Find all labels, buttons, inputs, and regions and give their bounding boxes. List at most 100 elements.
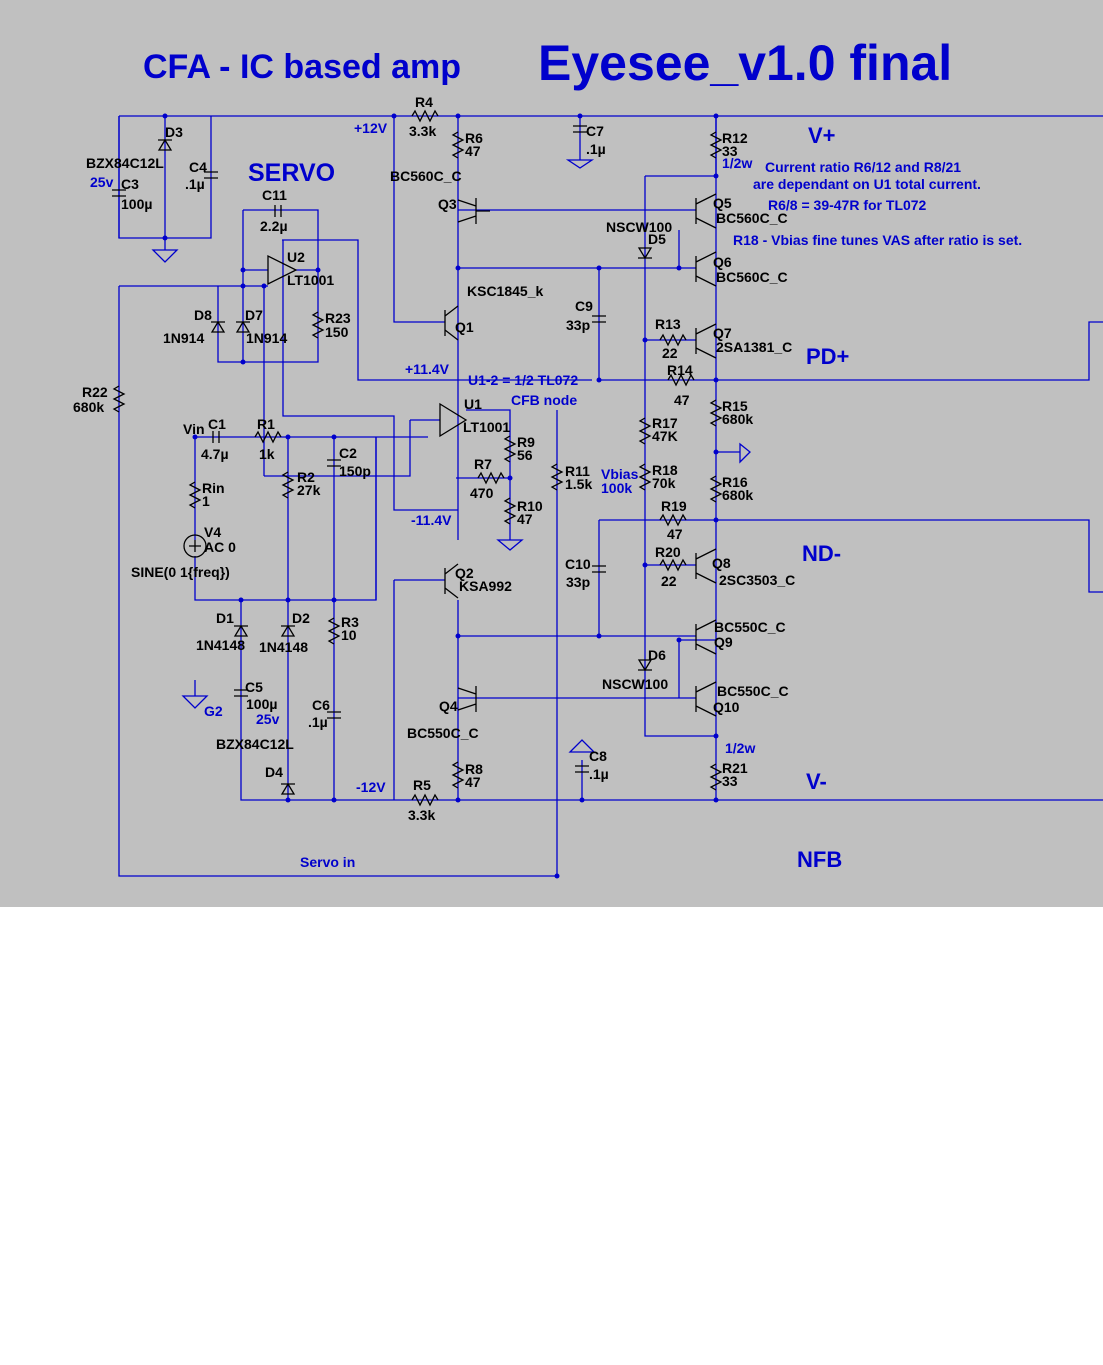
label-r8: R8 (465, 761, 483, 777)
subtitle: Eyesee_v1.0 final (538, 35, 952, 91)
label-r20v: 22 (661, 573, 677, 589)
label-q5: Q5 (713, 195, 732, 211)
label-r4: R4 (415, 94, 433, 110)
net-g2: G2 (204, 703, 223, 719)
resistors (112, 109, 723, 807)
label-c5v: 100µ (246, 696, 277, 712)
label-bzx1: BZX84C12L (86, 155, 164, 171)
label-r3: R3 (341, 614, 359, 630)
label-d2: D2 (292, 610, 310, 626)
label-v4: V4 (204, 524, 221, 540)
label-q2v: KSA992 (459, 578, 512, 594)
label-q9v: BC550C_C (714, 619, 786, 635)
net-nd: ND- (802, 541, 841, 566)
voltage-source (183, 534, 207, 558)
label-r14: R14 (667, 362, 693, 378)
label-q6: Q6 (713, 254, 732, 270)
label-q4v: BC550C_C (407, 725, 479, 741)
label-q10v: BC550C_C (717, 683, 789, 699)
label-d8v: 1N914 (163, 330, 204, 346)
label-q10: Q10 (713, 699, 740, 715)
label-r19: R19 (661, 498, 687, 514)
net-m114: -11.4V (411, 512, 452, 528)
label-r18v: 70k (652, 475, 676, 491)
label-r7: R7 (474, 456, 492, 472)
net-servo-in: Servo in (300, 854, 355, 870)
net-vminus: V- (806, 769, 827, 794)
label-r22v: 680k (73, 399, 104, 415)
diodes (157, 138, 653, 795)
label-c11v: 2.2µ (260, 218, 288, 234)
label-v25a: 25v (90, 174, 114, 190)
label-d3: D3 (165, 124, 183, 140)
net-m12: -12V (356, 779, 386, 795)
label-sine: SINE(0 1{freq}) (131, 564, 230, 580)
label-u2: U2 (287, 249, 305, 265)
net-nfb: NFB (797, 847, 842, 872)
component-labels: D3 BZX84C12L 25v C3 100µ C4 .1µ C11 2.2µ… (73, 94, 795, 823)
label-q4: Q4 (439, 698, 458, 714)
label-c8: C8 (589, 748, 607, 764)
label-u2v: LT1001 (287, 272, 334, 288)
label-r13v: 22 (662, 345, 678, 361)
label-d1: D1 (216, 610, 234, 626)
net-vin: Vin (183, 421, 205, 437)
junction-dots (162, 113, 719, 879)
label-rinv: 1 (202, 493, 210, 509)
label-rin: Rin (202, 480, 225, 496)
label-r20: R20 (655, 544, 681, 560)
label-r5: R5 (413, 777, 431, 793)
label-r21: R21 (722, 760, 748, 776)
wires (118, 115, 1103, 877)
schematic-canvas: CFA - IC based amp Eyesee_v1.0 final SER… (0, 0, 1103, 907)
label-c5: C5 (245, 679, 263, 695)
servo-label: SERVO (248, 159, 335, 187)
label-r10v: 47 (517, 511, 533, 527)
schematic: CFA - IC based amp Eyesee_v1.0 final SER… (73, 35, 1103, 879)
label-r18: R18 (652, 462, 678, 478)
label-c1: C1 (208, 416, 226, 432)
label-d5: D5 (648, 231, 666, 247)
label-r7v: 470 (470, 485, 494, 501)
label-c10: C10 (565, 556, 591, 572)
label-r21v: 33 (722, 773, 738, 789)
label-vbiasv: 100k (601, 480, 632, 496)
label-q3: Q3 (438, 196, 457, 212)
label-r4v: 3.3k (409, 123, 436, 139)
transistors (444, 193, 717, 717)
label-r16: R16 (722, 474, 748, 490)
opamps (267, 254, 468, 438)
label-r9: R9 (517, 434, 535, 450)
label-r15v: 680k (722, 411, 753, 427)
label-q9: Q9 (714, 634, 733, 650)
label-c3v: 100µ (121, 196, 152, 212)
label-d7v: 1N914 (246, 330, 287, 346)
net-p114: +11.4V (405, 361, 450, 377)
label-r17: R17 (652, 415, 678, 431)
label-r19v: 47 (667, 526, 683, 542)
label-r1: R1 (257, 416, 275, 432)
label-c4v: .1µ (185, 176, 205, 192)
label-c2: C2 (339, 445, 357, 461)
label-d2v: 1N4148 (259, 639, 308, 655)
label-r23: R23 (325, 310, 351, 326)
label-r1v: 1k (259, 446, 275, 462)
label-r12v: 33 (722, 143, 738, 159)
ground-symbols (151, 159, 751, 753)
capacitors (112, 125, 606, 773)
label-r23v: 150 (325, 324, 349, 340)
title: CFA - IC based amp (143, 48, 461, 86)
note-4: R18 - Vbias fine tunes VAS after ratio i… (733, 232, 1022, 248)
label-v4v: AC 0 (204, 539, 236, 555)
net-p12: +12V (354, 120, 388, 136)
label-r11v: 1.5k (565, 476, 592, 492)
label-r12: R12 (722, 130, 748, 146)
label-q7: Q7 (713, 325, 732, 341)
label-c6v: .1µ (308, 714, 328, 730)
label-r6v: 47 (465, 143, 481, 159)
label-c2v: 150p (339, 463, 371, 479)
label-r17v: 47K (652, 428, 678, 444)
label-q8: Q8 (712, 555, 731, 571)
label-c9v: 33p (566, 317, 590, 333)
label-c8v: .1µ (589, 766, 609, 782)
